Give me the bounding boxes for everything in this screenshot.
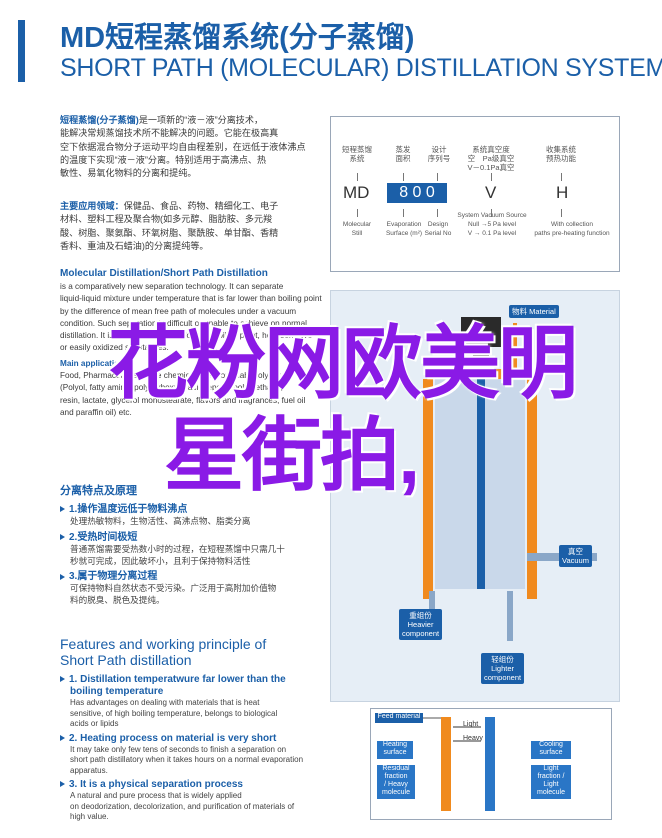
intro-cn-line: 的温度下实现“液－液”分离。特别适用于高沸点、热	[60, 154, 267, 165]
features-cn: 分离特点及原理 1.操作温度远低于物料沸点 处理热敏物料，生物活性、高沸点物、脂…	[60, 482, 322, 607]
bullet-triangle-icon	[60, 781, 65, 788]
molecular-line: condition. Such separation is difficult …	[60, 318, 307, 328]
light-fraction-label: Light fraction / Light molecule	[531, 765, 571, 799]
main-application-line: and paraffin oil) etc.	[60, 407, 132, 417]
heating-surface-label: Heating surface	[377, 741, 413, 759]
md-tick	[561, 209, 562, 217]
molecular-line: distillation. It is especially suitable …	[60, 331, 313, 341]
molecular-line: is a comparatively new separation techno…	[60, 282, 284, 291]
features-en-item: 3. It is a physical separation process A…	[60, 779, 322, 823]
code-h: H	[556, 183, 569, 202]
intro-cn-lead: 短程蒸馏(分子蒸馏)	[60, 115, 139, 125]
bullet-triangle-icon	[60, 534, 65, 541]
flow-diagram: Feed material Light Heavy Heating surfac…	[370, 708, 612, 820]
watermark-overlay: 花粉网欧美明 星街拍,	[108, 318, 628, 502]
molecular-section-title: Molecular Distillation/Short Path Distil…	[60, 268, 268, 279]
residual-fraction-label: Residual fraction / Heavy molecule	[377, 765, 415, 799]
application-cn-line: 保健品、食品、药物、精细化工、电子	[123, 201, 279, 211]
application-cn: 主要应用领域：保健品、食品、药物、精细化工、电子 材料、塑料工程及聚合物(如多元…	[60, 200, 322, 253]
features-cn-item: 2.受热时间极短 普通蒸馏需要受热数小时的过程，在短程蒸馏中只需几十 秒就可完成…	[60, 532, 322, 568]
molecular-line: or easily oxidized substances.	[60, 343, 169, 353]
md-col5-cn: 收集系统 预热功能	[546, 145, 576, 163]
bullet-triangle-icon	[60, 573, 65, 580]
light-arrow-label: Light	[463, 721, 479, 728]
application-cn-lead: 主要应用领域：	[60, 201, 124, 211]
distillation-diagram: 物料 Material 真空 Vacuum 重组份 Heavier compon…	[330, 290, 620, 702]
header-accent-bar	[18, 20, 25, 82]
material-label: 物料 Material	[509, 305, 559, 318]
md-col5-en: With collection paths pre-heating functi…	[534, 221, 610, 237]
code-number: 8 0 0	[387, 183, 447, 203]
md-col3-cn: 设计 序列号	[427, 145, 451, 163]
application-cn-line: 材料、塑料工程及聚合物(如多元醇、脂肪胺、多元羧	[60, 214, 273, 225]
main-application-title: Main application:	[60, 358, 127, 368]
application-cn-line: 香料、重油及石蜡油)的分离提纯等。	[60, 240, 209, 251]
md-tick	[491, 173, 492, 181]
bullet-triangle-icon	[60, 676, 65, 683]
md-tick	[491, 209, 492, 217]
feature-body: 可保持物料自然状态不受污染。广泛用于高附加价值物 料的脱臭、脱色及提纯。	[70, 583, 277, 606]
intro-cn: 短程蒸馏(分子蒸馏)是一项新的“液－液”分离技术， 能解决常规蒸馏技术所不能解决…	[60, 114, 322, 180]
feature-title: 1. Distillation temperatwure far lower t…	[69, 674, 286, 697]
bullet-triangle-icon	[60, 506, 65, 513]
molecular-section: Molecular Distillation/Short Path Distil…	[60, 268, 322, 419]
feature-title: 3. It is a physical separation process	[69, 779, 243, 790]
bullet-triangle-icon	[60, 734, 65, 741]
features-cn-title: 分离特点及原理	[60, 485, 137, 497]
code-md: MD	[343, 183, 370, 202]
md-col2-en: Evaporation Surface (m²)	[385, 221, 423, 237]
intro-cn-line: 是一项新的“液－液”分离技术，	[138, 115, 264, 125]
md-tick	[357, 209, 358, 217]
md-col1-cn: 短程蒸馏 系统	[342, 145, 372, 163]
features-en-item: 2. Heating process on material is very s…	[60, 733, 322, 777]
feature-body: A natural and pure process that is widel…	[70, 791, 295, 821]
md-col3-en: Design Serial No	[424, 221, 452, 237]
main-application-line: Food, Pharmaceuticals, fine chemical, el…	[60, 371, 287, 381]
features-cn-item: 1.操作温度远低于物料沸点 处理热敏物料，生物活性、高沸点物、脂类分离	[60, 504, 322, 528]
features-en-item: 1. Distillation temperatwure far lower t…	[60, 674, 322, 730]
page-title-en: SHORT PATH (MOLECULAR) DISTILLATION SYST…	[60, 54, 662, 82]
md-tick	[561, 173, 562, 181]
application-cn-line: 酸、树脂、聚氨酯、环氧树脂、聚酰胺、单甘酯、香精	[60, 227, 279, 238]
feature-body: Has advantages on dealing with materials…	[70, 698, 278, 728]
main-application-line: (Polyol, fatty amine, polycarboxylic aci…	[60, 383, 283, 393]
feed-material-label: Feed material	[375, 713, 423, 723]
heavy-component-label: 重组份 Heavier component	[399, 609, 443, 640]
md-tick	[357, 173, 358, 181]
feature-body: 处理热敏物料，生物活性、高沸点物、脂类分离	[70, 516, 251, 526]
md-tick	[437, 173, 438, 181]
features-cn-item: 3.属于物理分离过程 可保持物料自然状态不受污染。广泛用于高附加价值物 料的脱臭…	[60, 571, 322, 607]
flow-lines	[423, 717, 495, 811]
lighter-component-label: 轻组份 Lighter component	[481, 653, 525, 684]
feature-title: 2.受热时间极短	[69, 531, 138, 543]
md-col2-cn: 蒸发 面积	[395, 145, 411, 163]
feature-title: 3.属于物理分离过程	[69, 571, 158, 583]
model-code-box: 短程蒸馏 系统 蒸发 面积 设计 序列号 系统真空度 空 Pa级真空 V－0.1…	[330, 116, 620, 272]
md-tick	[403, 209, 404, 217]
md-tick	[403, 173, 404, 181]
md-col1-en: Molecular Still	[342, 221, 372, 237]
intro-cn-line: 空下依据混合物分子运动平均自由程差别，在远低于液体沸点	[60, 141, 306, 152]
main-application-line: resin, lactate, glycerol monostearate, f…	[60, 395, 306, 405]
code-v: V	[485, 183, 497, 202]
features-en-title: Features and working principle of Short …	[60, 636, 267, 668]
md-tick	[437, 209, 438, 217]
feature-title: 2. Heating process on material is very s…	[69, 732, 277, 744]
intro-cn-line: 能解决常规蒸馏技术所不能解决的问题。它能在极高真	[60, 128, 279, 139]
page-title-cn: MD短程蒸馏系统(分子蒸馏)	[60, 22, 415, 54]
heavy-arrow-label: Heavy	[463, 735, 483, 742]
md-col4-cn: 系统真空度 空 Pa级真空 V－0.1Pa真空	[467, 145, 515, 172]
md-col4-en: System Vacuum Source Null →5 Pa level V …	[457, 212, 527, 237]
features-en: Features and working principle of Short …	[60, 636, 322, 823]
watermark-line-1: 花粉网欧美明	[108, 319, 578, 408]
vacuum-label: 真空 Vacuum	[559, 545, 592, 567]
feature-body: 普通蒸馏需要受热数小时的过程，在短程蒸馏中只需几十 秒就可完成，因此破坏小，且利…	[70, 543, 285, 566]
feature-body: It may take only few tens of seconds to …	[70, 744, 304, 775]
molecular-line: liquid-liquid mixture under temperature …	[60, 294, 322, 304]
molecular-line: by the difference of mean free path of m…	[60, 306, 297, 316]
watermark-line-2: 星街拍,	[164, 411, 420, 500]
intro-cn-line: 敏性、易氧化物料的分离和提纯。	[60, 168, 197, 179]
feature-title: 1.操作温度远低于物料沸点	[69, 504, 188, 515]
cooling-surface-label: Cooling surface	[531, 741, 571, 759]
